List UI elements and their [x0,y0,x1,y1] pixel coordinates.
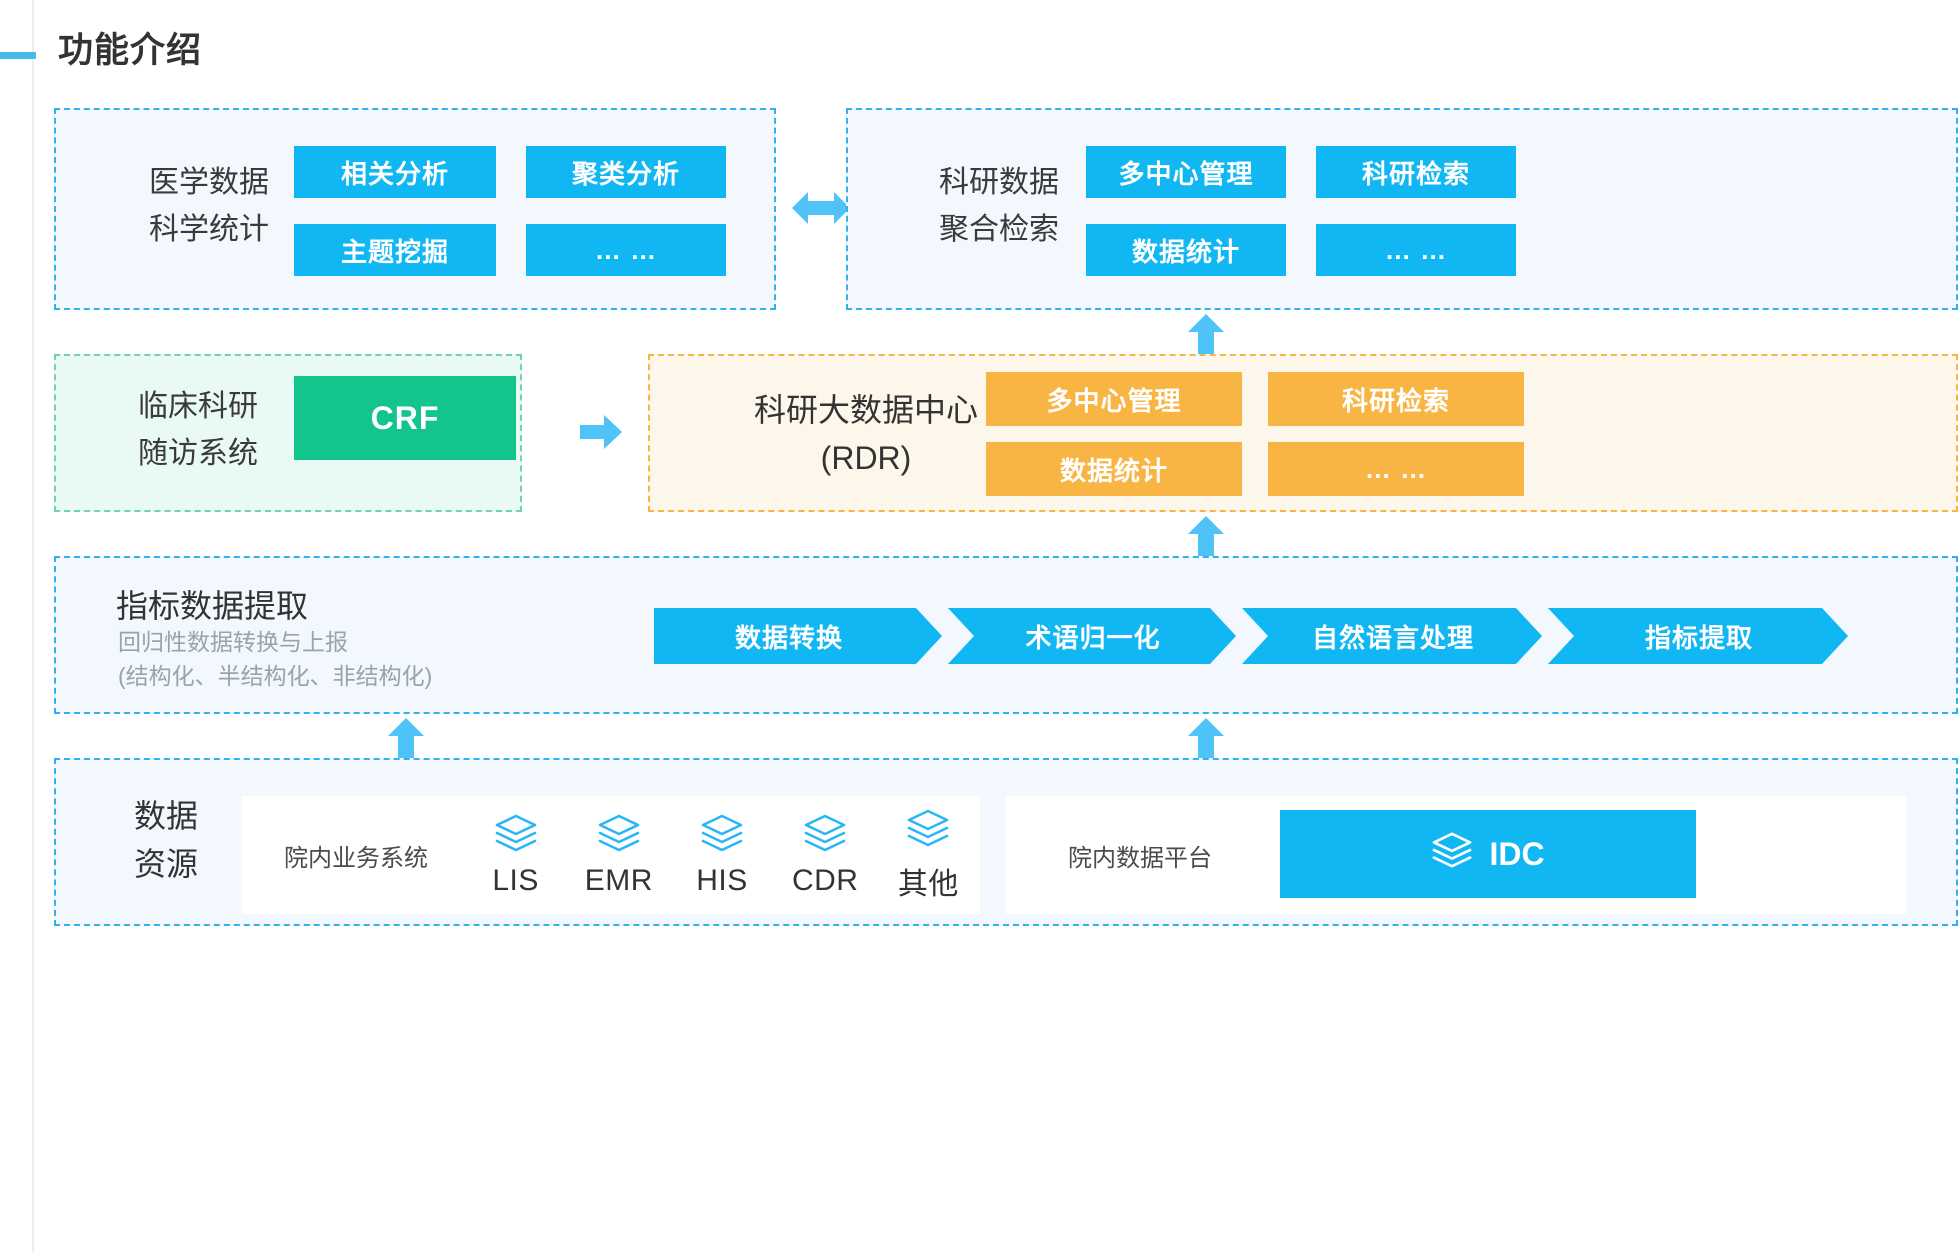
section-medical-data-statistics: 医学数据 科学统计 相关分析 聚类分析 主题挖掘 … … [54,108,776,310]
card-hospital-business-systems: 院内业务系统 LIS [242,796,980,914]
card-hospital-data-platform-title: 院内数据平台 [1068,844,1212,872]
card-hospital-business-systems-title: 院内业务系统 [284,844,428,872]
layers-icon [906,808,950,853]
chip-idc[interactable]: IDC [1280,810,1696,898]
process-step-nlp[interactable]: 自然语言处理 [1242,608,1542,664]
resource-item-lis[interactable]: LIS [464,813,567,898]
layers-icon [700,813,744,858]
chip-data-statistics-rdr[interactable]: 数据统计 [986,442,1242,496]
resource-item-other[interactable]: 其他 [877,808,980,903]
chip-multicenter-management-top[interactable]: 多中心管理 [1086,146,1286,198]
chip-more-rdr[interactable]: … … [1268,442,1524,496]
arrow-up-extract-to-rdr [1186,516,1226,558]
chip-more-medical[interactable]: … … [526,224,726,276]
resource-item-emr[interactable]: EMR [567,813,670,898]
process-step-terminology-normalization[interactable]: 术语归一化 [948,608,1236,664]
resource-item-his-label: HIS [696,863,748,897]
arrow-up-rdr-to-research [1186,314,1226,356]
chip-research-retrieval-top[interactable]: 科研检索 [1316,146,1516,198]
section-clinical-followup: 临床科研 随访系统 CRF [54,354,522,512]
chip-data-statistics-top[interactable]: 数据统计 [1086,224,1286,276]
arrow-right-crf-to-rdr [580,412,622,452]
layers-icon [494,813,538,858]
process-step-indicator-extraction[interactable]: 指标提取 [1548,608,1848,664]
chip-idc-label: IDC [1489,835,1545,872]
chip-multicenter-management-rdr[interactable]: 多中心管理 [986,372,1242,426]
section-indicator-extraction: 指标数据提取 回归性数据转换与上报 (结构化、半结构化、非结构化) 数据转换 术… [54,556,1958,714]
chip-cluster-analysis[interactable]: 聚类分析 [526,146,726,198]
section-research-data-aggregation-label: 科研数据 聚合检索 [939,166,1059,246]
card-hospital-data-platform: 院内数据平台 IDC [1006,796,1906,914]
section-indicator-extraction-subtitle-2: (结构化、半结构化、非结构化) [118,663,433,689]
resource-item-his[interactable]: HIS [670,813,773,898]
chip-research-retrieval-rdr[interactable]: 科研检索 [1268,372,1524,426]
section-indicator-extraction-subtitle-1: 回归性数据转换与上报 [118,629,348,655]
layers-icon [597,813,641,858]
resource-item-cdr-label: CDR [791,863,859,897]
page-title: 功能介绍 [58,31,203,70]
resource-item-cdr[interactable]: CDR [774,813,877,898]
section-rdr: 科研大数据中心 (RDR) 多中心管理 科研检索 数据统计 … … [648,354,1958,512]
section-data-resources-label: 数据 资源 [133,798,198,882]
layers-icon [1431,831,1473,877]
section-data-resources: 数据 资源 院内业务系统 LIS [54,758,1958,926]
bidirectional-arrow-icon [792,184,850,232]
chip-correlation-analysis[interactable]: 相关分析 [294,146,496,198]
resource-item-lis-label: LIS [492,863,539,897]
resource-item-emr-label: EMR [584,863,653,897]
section-research-data-aggregation: 科研数据 聚合检索 多中心管理 科研检索 数据统计 … … [846,108,1958,310]
layers-icon [803,813,847,858]
chip-crf[interactable]: CRF [294,376,516,460]
process-step-data-conversion[interactable]: 数据转换 [654,608,942,664]
arrow-up-resources-to-extract-right [1186,718,1226,760]
section-indicator-extraction-title: 指标数据提取 [116,588,309,624]
section-medical-data-statistics-label: 医学数据 科学统计 [149,166,269,246]
chip-topic-mining[interactable]: 主题挖掘 [294,224,496,276]
title-accent-dash [0,52,36,59]
left-rail-divider [32,0,34,1252]
arrow-up-resources-to-extract-left [386,718,426,760]
chip-more-research[interactable]: … … [1316,224,1516,276]
resource-item-other-label: 其他 [897,867,959,901]
section-clinical-followup-label: 临床科研 随访系统 [138,390,258,470]
section-rdr-label: 科研大数据中心 (RDR) [753,392,978,476]
